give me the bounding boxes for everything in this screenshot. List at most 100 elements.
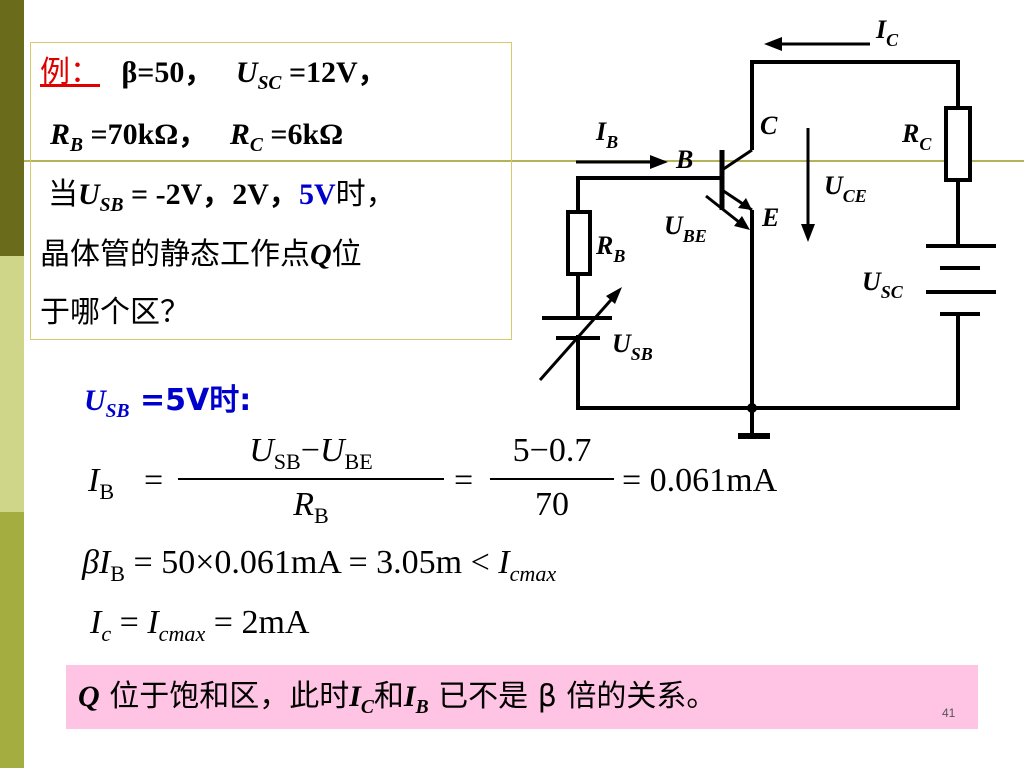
wire-collector (750, 60, 960, 150)
conclusion-text-2: 和 (373, 679, 404, 714)
line4-suffix: 位 (331, 237, 362, 272)
usc-value: =12V， (281, 56, 388, 89)
equation-2: βIB = 50×0.061mA = 3.05m < Icmax (82, 544, 556, 587)
ic-arrow-head (764, 37, 782, 51)
eq1-minus: − (300, 432, 320, 469)
question-line-5: 于哪个区？ (40, 296, 190, 330)
conclusion-ib-symbol: I (403, 680, 416, 713)
usb-highlight-value: 5V (298, 178, 336, 211)
usc-symbol: U (235, 56, 258, 89)
conclusion-ic-subscript: C (360, 697, 374, 718)
eq1-fraction-2-numerator: 5−0.7 (512, 432, 592, 469)
example-label: 例： (40, 55, 100, 90)
eq1-num2-symbol: U (319, 432, 345, 469)
side-strip-bottom (0, 512, 24, 768)
ube-arrow-head (734, 216, 750, 230)
question-box (30, 42, 512, 340)
eq1-lhs-symbol: I (88, 462, 100, 499)
eq1-fraction-1-denominator: RB (178, 486, 444, 529)
ground-node (747, 403, 757, 413)
label-usb: USB (612, 329, 653, 364)
label-c: C (760, 111, 778, 140)
eq1-num2-subscript: BE (344, 448, 373, 474)
case-usb-value: =5V时: (129, 383, 252, 418)
line3-suffix: 时， (335, 177, 396, 212)
line3-prefix: 当 (48, 177, 78, 212)
label-b: B (675, 145, 693, 174)
label-e: E (761, 203, 779, 232)
question-line-1: 例： β=50， USC =12V， (40, 56, 388, 101)
wire-base (576, 176, 722, 212)
line5-text: 于哪个区？ (40, 295, 190, 330)
rc-value: =6kΩ (262, 118, 344, 151)
conclusion-q: Q (78, 680, 100, 713)
label-uce: UCE (824, 171, 867, 206)
usb-subscript: SB (99, 195, 124, 216)
usb-variable-arrow (538, 291, 620, 381)
conclusion-box: Q 位于饱和区，此时IC和IB 已不是 β 倍的关系。 (66, 665, 978, 729)
q-symbol: Q (310, 238, 332, 271)
beta-value: β=50， (121, 56, 215, 89)
label-rc: RC (901, 119, 932, 154)
eq1-num1-symbol: U (249, 432, 274, 469)
eq2-ib-symbol: I (98, 544, 111, 581)
rb-value: =70kΩ， (83, 118, 209, 151)
eq1-fraction-1-bar (178, 478, 444, 480)
conclusion-ic-symbol: I (349, 680, 361, 713)
page-number: 41 (942, 706, 956, 720)
case-heading: USB =5V时: (84, 384, 251, 429)
ib-arrow-head (650, 155, 668, 169)
eq3-result: = 2mA (205, 604, 310, 641)
eq3-ic-symbol: I (90, 604, 102, 641)
case-usb-symbol: U (84, 384, 106, 417)
eq2-ib-subscript: B (110, 560, 126, 586)
eq1-num1-subscript: SB (273, 448, 301, 474)
eq2-expression: = 50×0.061mA = 3.05m < (125, 544, 499, 581)
side-strip-middle (0, 256, 24, 512)
emitter-arrow-head (738, 198, 752, 210)
line4-text: 晶体管的静态工作点 (40, 237, 310, 272)
eq2-icmax-subscript: cmax (509, 560, 557, 586)
uce-arrow-head (801, 224, 815, 242)
label-usc: USC (862, 267, 904, 302)
eq3-ic-subscript: c (101, 620, 112, 646)
eq2-icmax-symbol: I (498, 544, 510, 581)
eq1-equals-2: = (454, 462, 474, 499)
ube-arrow-line (705, 194, 745, 228)
label-ib: IB (595, 117, 618, 152)
eq1-den1-subscript: B (314, 502, 329, 528)
eq2-beta: β (82, 544, 99, 581)
eq3-icmax-subscript: cmax (158, 620, 206, 646)
eq3-icmax-symbol: I (147, 604, 159, 641)
question-line-4: 晶体管的静态工作点Q位 (40, 238, 362, 272)
eq1-lhs-subscript: B (99, 478, 115, 504)
eq3-equals: = (111, 604, 148, 641)
wire-battery-ground (576, 314, 960, 410)
equation-3: Ic = Icmax = 2mA (90, 604, 309, 647)
label-rb: RB (595, 231, 625, 266)
question-line-3: 当USB = -2V，2V，5V时， (48, 178, 396, 223)
conclusion-text-1: 位于饱和区，此时 (99, 679, 350, 714)
side-strip-top (0, 0, 24, 256)
eq1-equals-1: = (144, 462, 164, 499)
rc-symbol: R (229, 118, 250, 151)
question-line-2: RB =70kΩ， RC =6kΩ (50, 118, 343, 163)
eq1-fraction-1-numerator: USB−UBE (178, 432, 444, 475)
conclusion-ib-subscript: B (415, 697, 429, 718)
usb-arrow-head (606, 287, 622, 304)
eq1-fraction-2-denominator: 70 (535, 486, 569, 523)
resistor-rc (944, 106, 972, 182)
eq1-fraction-2-bar (490, 478, 614, 480)
eq1-result: = 0.061mA (622, 462, 778, 499)
rc-subscript: C (249, 135, 263, 156)
label-ic: IC (875, 15, 899, 50)
conclusion-text-3: 已不是 β 倍的关系。 (428, 679, 717, 714)
title-rule (24, 160, 1024, 162)
equation-1: IB = USB−UBE RB = 5−0.7 70 = 0.061mA (88, 432, 777, 532)
usb-values: = -2V，2V， (123, 178, 299, 211)
eq1-den1-symbol: R (293, 486, 315, 523)
usb-symbol: U (78, 178, 100, 211)
rb-symbol: R (50, 118, 71, 151)
usc-subscript: SC (257, 73, 282, 94)
